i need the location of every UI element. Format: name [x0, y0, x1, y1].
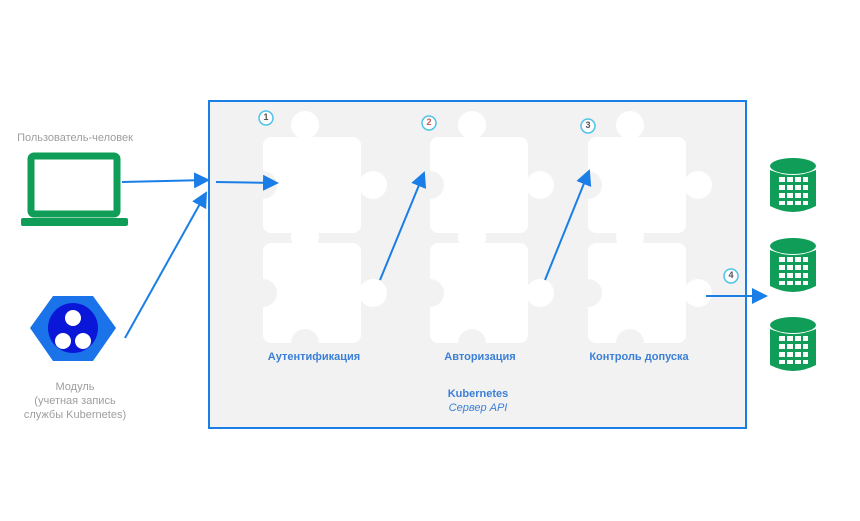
- pod-icon: [30, 296, 116, 361]
- pod-label-line1: Модуль: [55, 381, 95, 393]
- database-icon: [770, 158, 816, 212]
- database-icon: [770, 238, 816, 292]
- step-4-badge: [723, 268, 739, 284]
- arrow-user-to-api: [121, 172, 210, 189]
- step-2-number: 2: [426, 117, 432, 127]
- authentication-label: Аутентификация: [267, 351, 361, 363]
- arrow-to-admission: [544, 169, 592, 281]
- api-server-subtitle: Сервер API: [448, 402, 508, 414]
- arrow-to-authentication: [215, 174, 279, 191]
- step-3-badge: [580, 118, 596, 134]
- step-1-badge: [258, 110, 274, 126]
- pod-label-line3: службы Kubernetes): [23, 409, 127, 421]
- human-user-label: Пользователь-человек: [17, 132, 133, 144]
- arrow-to-authorization: [379, 171, 427, 281]
- step-1-number: 1: [263, 112, 269, 122]
- api-server-title: Kubernetes: [447, 388, 509, 400]
- database-icon: [770, 317, 816, 371]
- step-4-number: 4: [728, 270, 734, 280]
- pod-label: Модуль (учетная запись службы Kubernetes…: [0, 380, 150, 422]
- laptop-icon: [21, 152, 128, 226]
- admission-control-label: Контроль допуска: [589, 351, 689, 363]
- step-2-badge: [421, 115, 437, 131]
- authorization-label: Авторизация: [444, 351, 516, 363]
- step-3-number: 3: [585, 120, 591, 130]
- pod-label-line2: (учетная запись: [34, 395, 116, 407]
- arrow-pod-to-api: [124, 191, 207, 339]
